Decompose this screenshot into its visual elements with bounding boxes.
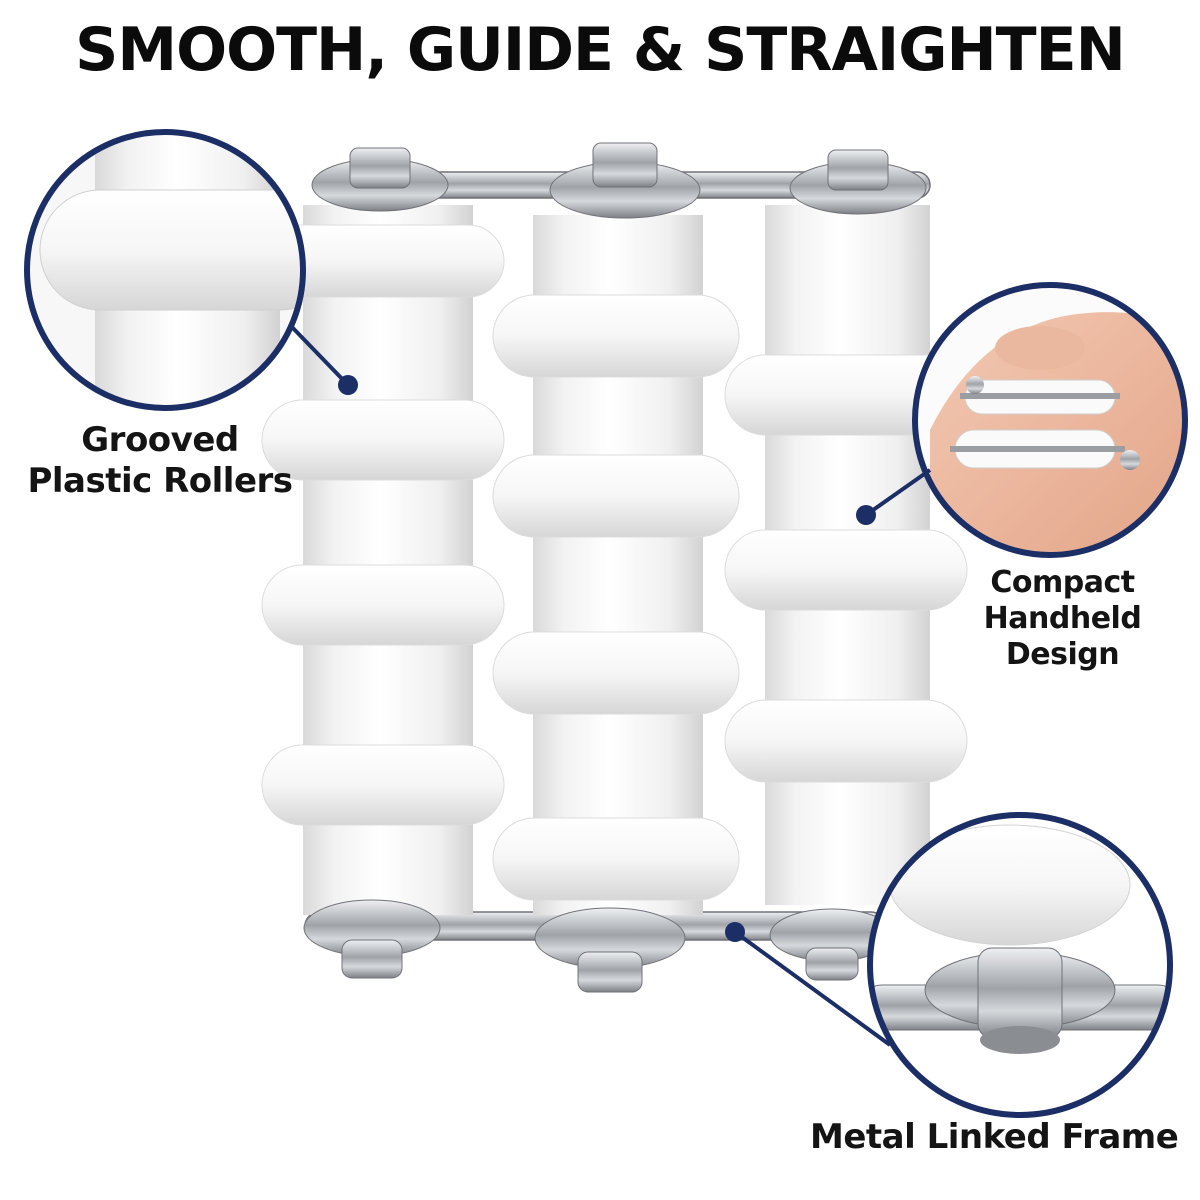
handheld-callout-label: Compact Handheld Design (930, 565, 1195, 673)
roller-groove-closeup-icon (24, 129, 306, 411)
rollers-label-line2: Plastic Rollers (27, 460, 293, 501)
rollers-label-line1: Grooved (81, 420, 239, 460)
roller-right (724, 205, 968, 905)
handheld-label-line2: Handheld Design (983, 601, 1142, 672)
frame-callout-label: Metal Linked Frame (810, 1117, 1180, 1158)
hand-holding-tool-icon (912, 282, 1188, 558)
handheld-pointer-dot (856, 505, 876, 525)
frame-pointer-line (733, 930, 892, 1047)
frame-pointer-dot (725, 922, 745, 942)
handheld-pointer-line (864, 468, 932, 517)
frame-label-line1: Metal Linked Frame (810, 1117, 1179, 1157)
bottom-bolts (303, 899, 895, 993)
top-bolts (311, 142, 927, 219)
metal-bolt-closeup-icon (867, 812, 1173, 1118)
handheld-label-line1: Compact (990, 565, 1135, 600)
roller-middle (492, 215, 740, 915)
rollers-callout-label: Grooved Plastic Rollers (20, 420, 300, 502)
headline: SMOOTH, GUIDE & STRAIGHTEN (75, 15, 1126, 85)
rollers-pointer-dot (338, 375, 358, 395)
rollers-pointer-line (288, 323, 350, 387)
roller-left (261, 205, 505, 915)
